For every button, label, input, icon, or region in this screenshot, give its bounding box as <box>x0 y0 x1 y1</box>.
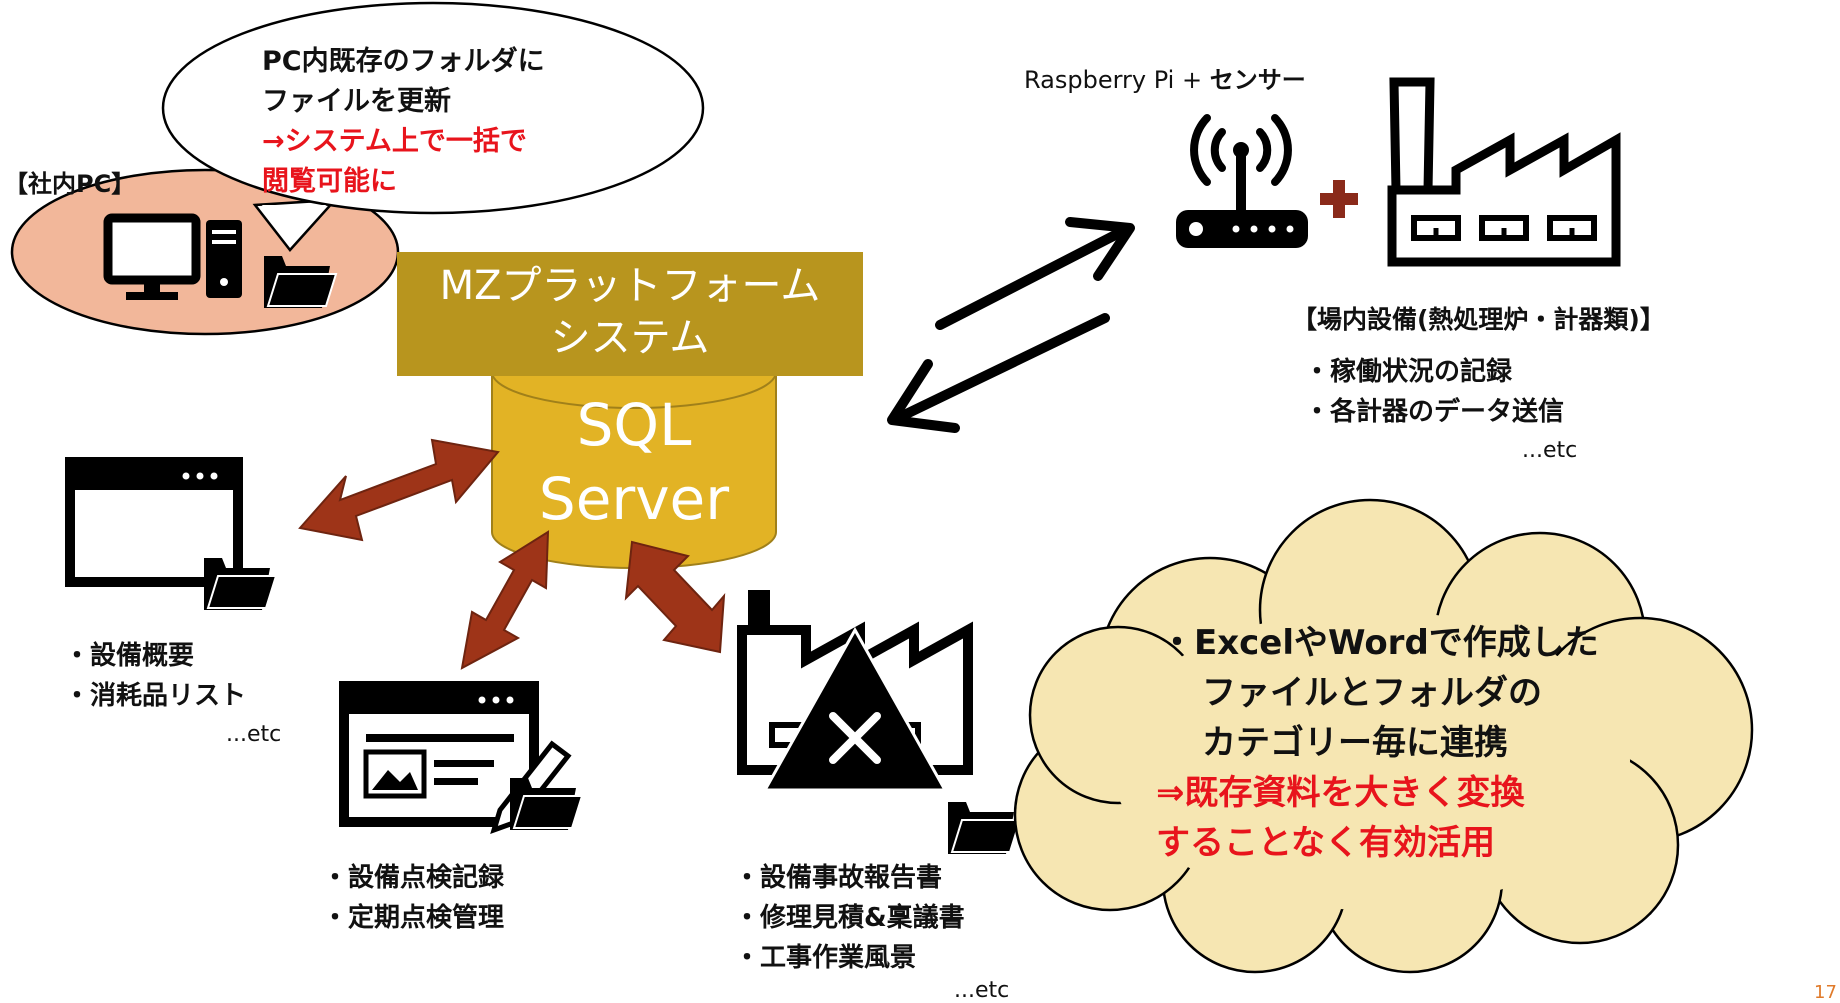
cloud-line-1: ・ExcelやWordで作成した <box>1160 623 1599 663</box>
equipment-title: 【場内設備(熱処理炉・計器類)】 <box>1292 305 1665 334</box>
list-item: ・設備概要 <box>64 641 195 671</box>
factory-icon <box>1387 77 1621 267</box>
bubble-line-1: PC内既存のフォルダに <box>262 46 545 77</box>
list-item: ・工事作業風景 <box>734 943 917 973</box>
cloud-line-5: することなく有効活用 <box>1156 823 1495 863</box>
page-number: 17 <box>1814 982 1837 1003</box>
platform-line-2: システム <box>550 315 710 361</box>
bubble-text: PC内既存のフォルダに ファイルを更新 →システム上で一括で 閲覧可能に <box>262 42 545 202</box>
sensor-label-suffix: センサー <box>1209 66 1306 94</box>
pc-label: 【社内PC】 <box>4 170 136 198</box>
bubble-line-4: 閲覧可能に <box>262 166 397 197</box>
cloud-line-3: カテゴリー毎に連携 <box>1202 723 1508 763</box>
monitor-icon <box>103 213 201 300</box>
list-item: ・各計器のデータ送信 <box>1304 397 1565 427</box>
list-item: ・稼働状況の記録 <box>1304 357 1513 387</box>
db-line-2: Server <box>538 465 730 533</box>
speech-bubble <box>161 1 705 252</box>
platform-label: MZプラットフォーム システム <box>397 260 863 364</box>
overview-list: ・設備概要 ・消耗品リスト <box>64 636 246 716</box>
list-item: ・修理見積&稟議書 <box>734 903 965 933</box>
cloud-shape <box>1013 498 1754 974</box>
plus-icon <box>1320 180 1358 218</box>
platform-box <box>397 252 863 376</box>
list-item: ・設備点検記録 <box>322 863 505 893</box>
list-item: ・定期点検管理 <box>322 903 505 933</box>
arrow-db-to-accident <box>624 540 726 654</box>
sensor-label: Raspberry Pi + センサー <box>1024 60 1306 95</box>
cloud-line-4: ⇒既存資料を大きく変換 <box>1156 773 1525 813</box>
sensor-label-prefix: Raspberry Pi + <box>1024 66 1210 94</box>
arrow-db-to-overview <box>298 438 500 542</box>
cloud-text: ・ExcelやWordで作成した ファイルとフォルダの カテゴリー毎に連携 ⇒既… <box>1156 618 1599 868</box>
db-label: SQL Server <box>492 388 776 536</box>
list-item: ・設備事故報告書 <box>734 863 943 893</box>
list-item: ・消耗品リスト <box>64 681 247 711</box>
overview-etc: ...etc <box>226 722 282 747</box>
equipment-etc: ...etc <box>1522 438 1578 463</box>
lower-black-arrow <box>887 313 1110 433</box>
factory-accident-icon <box>737 590 973 792</box>
db-line-1: SQL <box>576 391 692 459</box>
bubble-line-3: →システム上で一括で <box>262 126 527 157</box>
edit-document-icon <box>339 681 572 835</box>
inspection-list: ・設備点検記録 ・定期点検管理 <box>322 858 504 938</box>
accident-etc: ...etc <box>954 978 1010 1003</box>
cloud-line-2: ファイルとフォルダの <box>1202 673 1542 713</box>
pc-tower-icon <box>206 220 242 298</box>
folder-icon <box>947 801 1021 855</box>
arrow-db-to-inspection <box>460 530 550 670</box>
upper-black-arrow <box>935 217 1135 330</box>
accident-list: ・設備事故報告書 ・修理見積&稟議書 ・工事作業風景 <box>734 858 965 978</box>
platform-line-1: MZプラットフォーム <box>439 263 821 309</box>
equipment-list: ・稼働状況の記録 ・各計器のデータ送信 <box>1304 352 1564 432</box>
bubble-line-2: ファイルを更新 <box>262 86 451 117</box>
router-icon <box>1176 114 1308 248</box>
